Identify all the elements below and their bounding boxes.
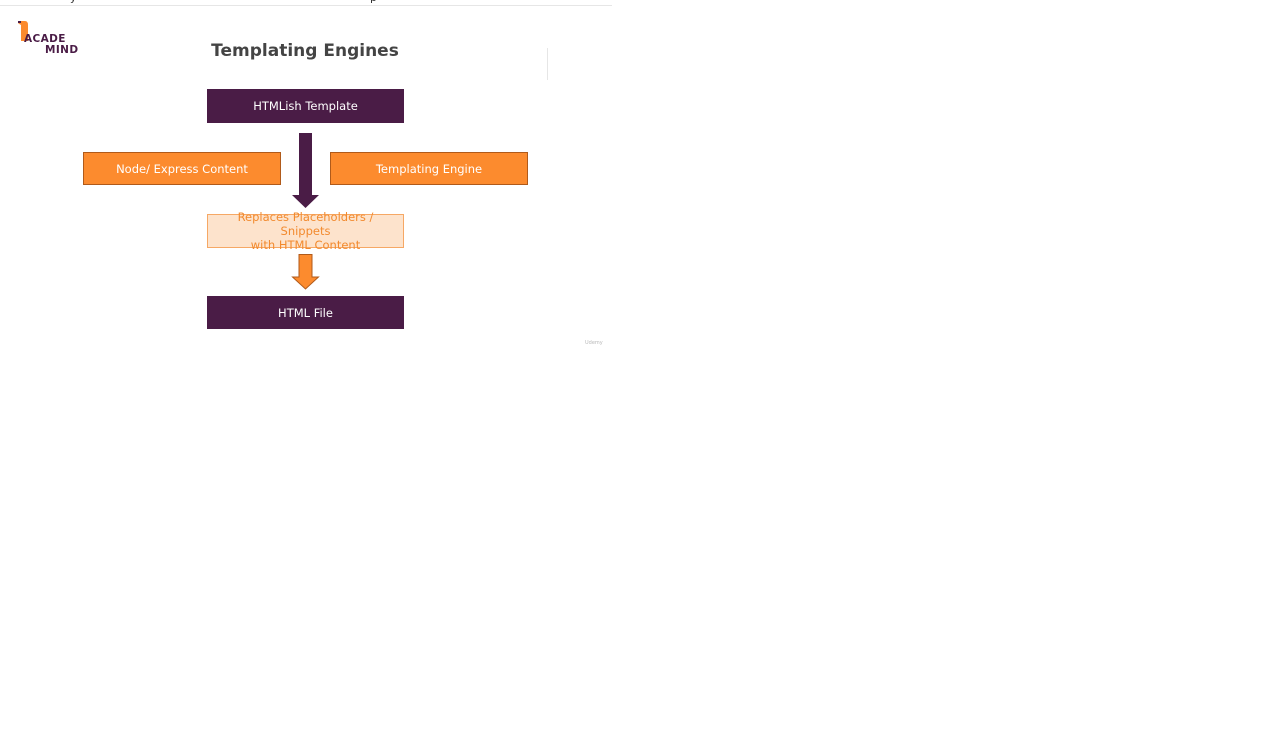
top-divider	[0, 5, 612, 6]
html-file-label: HTML File	[278, 305, 333, 320]
down-arrow-icon	[291, 254, 320, 290]
node-express-content-box: Node/ Express Content	[83, 152, 281, 185]
htmlish-template-box: HTMLish Template	[207, 89, 404, 123]
node-express-content-label: Node/ Express Content	[116, 161, 248, 176]
slide-title: Templating Engines	[211, 41, 399, 61]
logo-mark-icon	[18, 21, 28, 41]
replaces-placeholders-label-line1: Replaces Placeholders / Snippets	[237, 210, 374, 238]
academind-logo: ACADE MIND	[16, 19, 80, 57]
htmlish-template-label: HTMLish Template	[253, 99, 358, 113]
replaces-placeholders-box: Replaces Placeholders / Snippets with HT…	[207, 210, 404, 252]
down-arrow-icon	[292, 133, 319, 208]
cutoff-text-right: p	[370, 0, 377, 3]
templating-engine-box: Templating Engine	[330, 152, 528, 185]
templating-engine-label: Templating Engine	[375, 161, 483, 176]
html-file-box: HTML File	[207, 296, 404, 329]
side-divider	[547, 48, 548, 80]
cutoff-text-left: y	[70, 0, 77, 3]
slide: y p ACADE MIND Templating Engines HTMLis…	[0, 0, 612, 350]
udemy-watermark: Udemy	[585, 340, 603, 346]
logo-text-line2: MIND	[45, 44, 79, 56]
logo-text-line1: ACADE	[24, 33, 66, 45]
replaces-placeholders-label-line2: with HTML Content	[250, 238, 361, 252]
